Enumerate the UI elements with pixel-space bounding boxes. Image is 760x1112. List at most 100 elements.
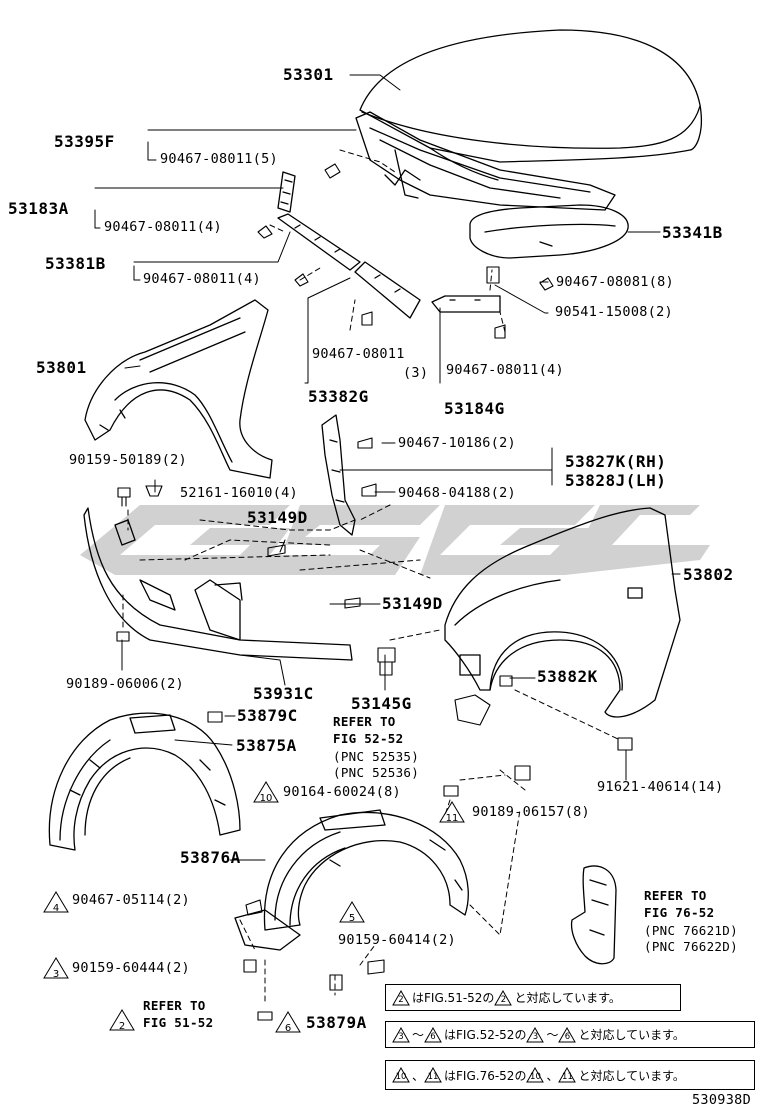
- watermark-logo: [80, 505, 710, 575]
- callout-53184g[interactable]: 53184G: [444, 399, 505, 418]
- callout-53879a[interactable]: 53879A: [306, 1013, 367, 1032]
- callout-53931c[interactable]: 53931C: [253, 684, 314, 703]
- marker-2-label: 2: [118, 1021, 126, 1032]
- fasteners: [116, 163, 633, 1021]
- callout-53301[interactable]: 53301: [283, 65, 334, 84]
- marker-6: 6: [277, 1016, 299, 1036]
- callout-53395f[interactable]: 53395F: [54, 132, 115, 151]
- callout-90164[interactable]: 90164-60024(8): [283, 784, 401, 800]
- callout-90189-06006[interactable]: 90189-06006(2): [66, 676, 184, 692]
- callout-53801[interactable]: 53801: [36, 358, 87, 377]
- callout-53382g-qty: (3): [403, 365, 429, 381]
- callout-53149d-upper[interactable]: 53149D: [247, 508, 308, 527]
- wheel-liner-53875a: [48, 712, 241, 851]
- marker-4-label: 4: [52, 903, 60, 914]
- note-marker: 10: [526, 1067, 545, 1083]
- refer-fig52-pnc2: (PNC 52536): [333, 765, 420, 780]
- callout-53381b-bolt[interactable]: 90467-08011(4): [143, 271, 261, 287]
- callout-90467-10186[interactable]: 90467-10186(2): [398, 435, 516, 451]
- hood-inner-frame: [355, 111, 616, 211]
- marker-5-label: 5: [348, 913, 356, 924]
- note-marker: 2: [392, 989, 410, 1006]
- fender-53802: [444, 507, 681, 718]
- callout-53395f-bolt[interactable]: 90467-08011(5): [160, 151, 278, 167]
- callout-90159-50189[interactable]: 90159-50189(2): [69, 452, 187, 468]
- callout-53382g-bolt[interactable]: 90467-08011: [312, 346, 405, 362]
- seal-53382g: [354, 261, 421, 319]
- note-text: はFIG.51-52の: [412, 991, 495, 1005]
- hood-insulator-53341b: [469, 204, 629, 259]
- note-text: 、: [412, 1068, 425, 1083]
- note-marker: 6: [558, 1026, 577, 1043]
- note-text: ～: [546, 1028, 559, 1042]
- callout-53875a[interactable]: 53875A: [236, 736, 297, 755]
- callout-53827k[interactable]: 53827K(RH): [565, 452, 667, 471]
- marker-3: 3: [45, 962, 67, 982]
- callout-90189-06157[interactable]: 90189-06157(8): [472, 804, 590, 820]
- callout-53341b-bolt[interactable]: 90467-08081(8): [556, 274, 674, 290]
- note-fig51: 2 はFIG.51-52の 2 と対応しています。: [385, 984, 681, 1011]
- note-text: と対応しています。: [578, 1028, 685, 1042]
- note-marker: 6: [424, 1026, 442, 1043]
- note-marker: 2: [494, 989, 513, 1006]
- callout-53882k[interactable]: 53882K: [537, 667, 598, 686]
- bumper-support-53931c: [83, 507, 353, 661]
- callout-53149d-lower[interactable]: 53149D: [382, 594, 443, 613]
- note-text: 、: [546, 1068, 559, 1083]
- callout-53382g[interactable]: 53382G: [308, 387, 369, 406]
- callout-53828j[interactable]: 53828J(LH): [565, 471, 667, 490]
- marker-6-label: 6: [284, 1023, 292, 1034]
- callout-90541[interactable]: 90541-15008(2): [555, 304, 673, 320]
- callout-53802[interactable]: 53802: [683, 565, 734, 584]
- callout-53381b[interactable]: 53381B: [45, 254, 106, 273]
- bracket-53827k: [321, 414, 356, 536]
- callout-52161[interactable]: 52161-16010(4): [180, 485, 298, 501]
- triangle-markers: [43, 781, 465, 1033]
- callout-91621[interactable]: 91621-40614(14): [597, 779, 724, 795]
- callout-53183a-bolt[interactable]: 90467-08011(4): [104, 219, 222, 235]
- callout-90467-05114[interactable]: 90467-05114(2): [72, 892, 190, 908]
- assembly-dashed-lines: [122, 149, 621, 1006]
- callout-53183a[interactable]: 53183A: [8, 199, 69, 218]
- note-text: ～: [412, 1028, 425, 1042]
- callout-53879c[interactable]: 53879C: [237, 706, 298, 725]
- note-marker: 3: [526, 1026, 545, 1043]
- marker-10: 10: [255, 786, 277, 806]
- marker-5: 5: [341, 906, 363, 926]
- callout-90159-60414[interactable]: 90159-60414(2): [338, 932, 456, 948]
- marker-10-label: 10: [259, 793, 273, 804]
- marker-2: 2: [111, 1014, 133, 1034]
- marker-4: 4: [45, 896, 67, 916]
- refer-fig76-line1: REFER TO: [644, 888, 707, 903]
- callout-90468[interactable]: 90468-04188(2): [398, 485, 516, 501]
- refer-fig76-pnc2: (PNC 76622D): [644, 939, 738, 954]
- note-marker: 10: [392, 1067, 410, 1083]
- note-fig76: 10 、 11 はFIG.76-52の 10 、 11 と対応しています。: [385, 1060, 755, 1090]
- marker-11-label: 11: [445, 813, 459, 824]
- note-marker: 11: [558, 1067, 577, 1083]
- callout-53876a[interactable]: 53876A: [180, 848, 241, 867]
- wheel-liner-53876a: [234, 809, 469, 951]
- callout-53341b[interactable]: 53341B: [662, 223, 723, 242]
- refer-fig52-line2[interactable]: FIG 52-52: [333, 731, 404, 746]
- refer-fig76-line2[interactable]: FIG 76-52: [644, 905, 715, 920]
- hood-53301: [359, 29, 702, 181]
- figure-id: 530938D: [692, 1092, 751, 1108]
- callout-90159-60444[interactable]: 90159-60444(2): [72, 960, 190, 976]
- callout-53145g[interactable]: 53145G: [351, 694, 412, 713]
- refer-fig51-line1: REFER TO: [143, 998, 206, 1013]
- note-marker: 11: [424, 1067, 442, 1083]
- callout-53184g-bolt[interactable]: 90467-08011(4): [446, 362, 564, 378]
- marker-11: 11: [441, 806, 463, 826]
- note-text: と対応しています。: [578, 1068, 685, 1083]
- mudguard: [570, 865, 617, 965]
- seal-53381b: [277, 213, 361, 271]
- fender-53801: [84, 299, 273, 479]
- note-fig52: 3 ～ 6 はFIG.52-52の 3 ～ 6 と対応しています。: [385, 1021, 755, 1048]
- refer-fig76-pnc1: (PNC 76621D): [644, 923, 738, 938]
- refer-fig51-line2[interactable]: FIG 51-52: [143, 1015, 214, 1030]
- marker-3-label: 3: [52, 969, 60, 980]
- note-marker: 3: [392, 1026, 410, 1043]
